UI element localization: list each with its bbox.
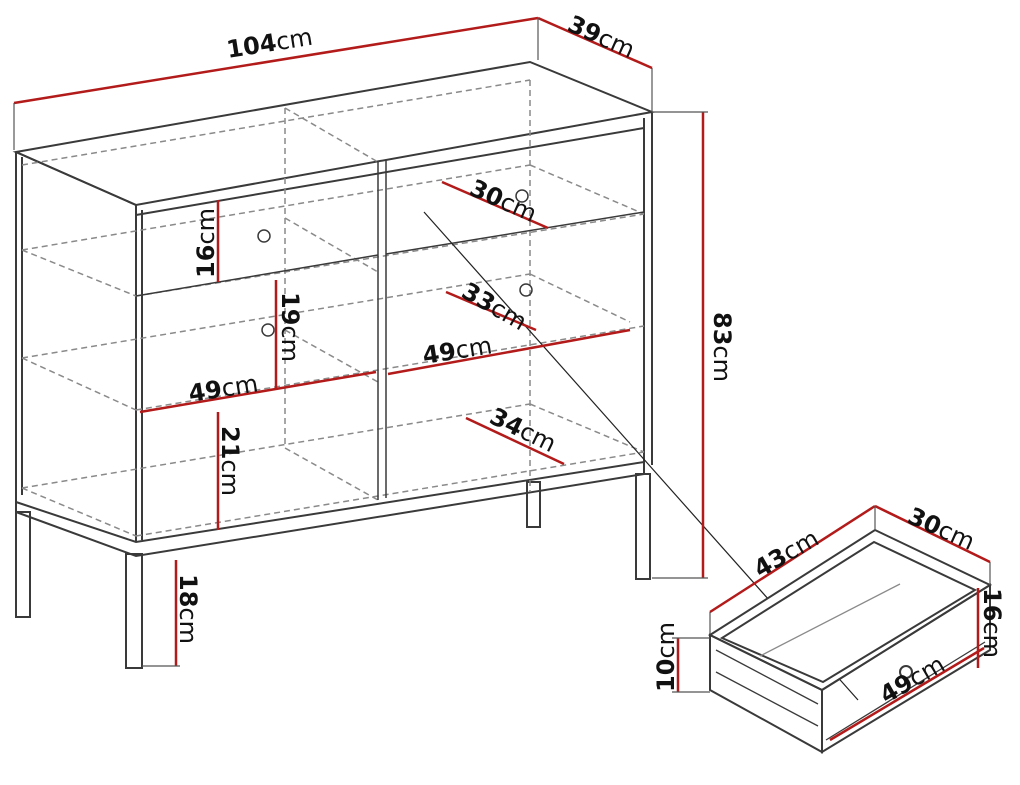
drawer-floor: [759, 583, 901, 657]
dimline-shelf-left: [139, 370, 377, 414]
cabinet-outline: [12, 60, 656, 669]
label-lower-height: 21cm: [216, 426, 244, 496]
label-box-depth: 30cm: [904, 502, 979, 556]
label-shelf-depth-mid: 33cm: [457, 277, 532, 336]
drawer-front-inner-2: [715, 671, 819, 727]
leg-front-right: [635, 473, 651, 580]
dimline-drawer-depth: [441, 180, 549, 230]
label-box-width: 49cm: [875, 650, 950, 709]
hidden-shelf-bottom-left: [21, 487, 137, 537]
label-box-height-left: 10cm: [652, 622, 680, 692]
label-width-total: 104cm: [225, 23, 315, 64]
label-shelf-right: 49cm: [421, 331, 495, 370]
label-drawer-height: 16cm: [192, 208, 220, 278]
hidden-back-top: [21, 79, 531, 166]
hidden-shelf-upper-left: [21, 249, 137, 297]
left-side-back-top: [15, 151, 137, 206]
dimline-shelf-right: [387, 328, 631, 376]
hidden-divider-bottom: [284, 447, 379, 501]
dimline-box-depth: [874, 504, 991, 564]
hidden-back-shelf-bottom: [21, 403, 531, 489]
drawer-right-inner: [825, 641, 986, 741]
dimension-ticks: [13, 18, 991, 693]
dimline-box-length: [709, 504, 876, 614]
hidden-right-upper: [529, 164, 645, 215]
dimline-shelf-depth-mid: [445, 290, 537, 332]
hidden-back-shelf-mid: [21, 273, 531, 359]
drawer-right-bottom: [385, 211, 645, 255]
cabinet-interior-visible: [135, 160, 645, 500]
drawer-inner-rim: [719, 540, 978, 684]
knob-right-door: [519, 283, 533, 297]
leg-back-right: [526, 481, 541, 528]
front-opening-top: [135, 127, 645, 216]
hidden-divider-low: [284, 329, 379, 383]
drawer-right-panel: [821, 583, 991, 754]
dimline-depth-total: [537, 16, 653, 70]
hidden-right-bottom: [529, 403, 645, 453]
hidden-shelf-mid-left: [21, 357, 137, 411]
drawer-left-bottom: [135, 254, 379, 297]
drawer-box: [707, 528, 993, 754]
knob-left-drawer: [257, 229, 271, 243]
label-box-height-right: 16cm: [978, 588, 1006, 658]
hidden-divider-mid: [284, 217, 379, 273]
knob-right-drawer: [515, 189, 529, 203]
label-shelf-left: 49cm: [187, 369, 261, 408]
label-depth-total: 39cm: [564, 10, 639, 64]
hidden-back-shelf-upper: [21, 164, 531, 251]
hidden-right-mid: [529, 273, 631, 323]
leg-back-left: [15, 511, 31, 618]
cabinet-top: [12, 60, 656, 207]
dimline-shelf-depth-bottom: [465, 416, 565, 466]
label-shelf-depth-bottom: 34cm: [485, 402, 560, 458]
leg-front-left: [125, 553, 143, 669]
hidden-front-shelf-bottom: [135, 451, 645, 537]
hidden-divider-top: [284, 107, 379, 163]
label-leg-height: 18cm: [174, 574, 202, 644]
knob-drawer-box: [899, 665, 913, 679]
dimline-width-total: [13, 16, 539, 105]
knob-left-door: [261, 323, 275, 337]
label-compartment-height: 19cm: [276, 292, 304, 362]
dimline-box-width: [829, 646, 985, 742]
label-height-total: 83cm: [708, 312, 736, 382]
dimension-lines: [13, 16, 991, 742]
drawer-front-inner-1: [715, 649, 819, 705]
hidden-front-shelf-mid: [135, 325, 645, 411]
cabinet-base: [15, 460, 645, 558]
cabinet-interior-hidden: [21, 79, 645, 537]
